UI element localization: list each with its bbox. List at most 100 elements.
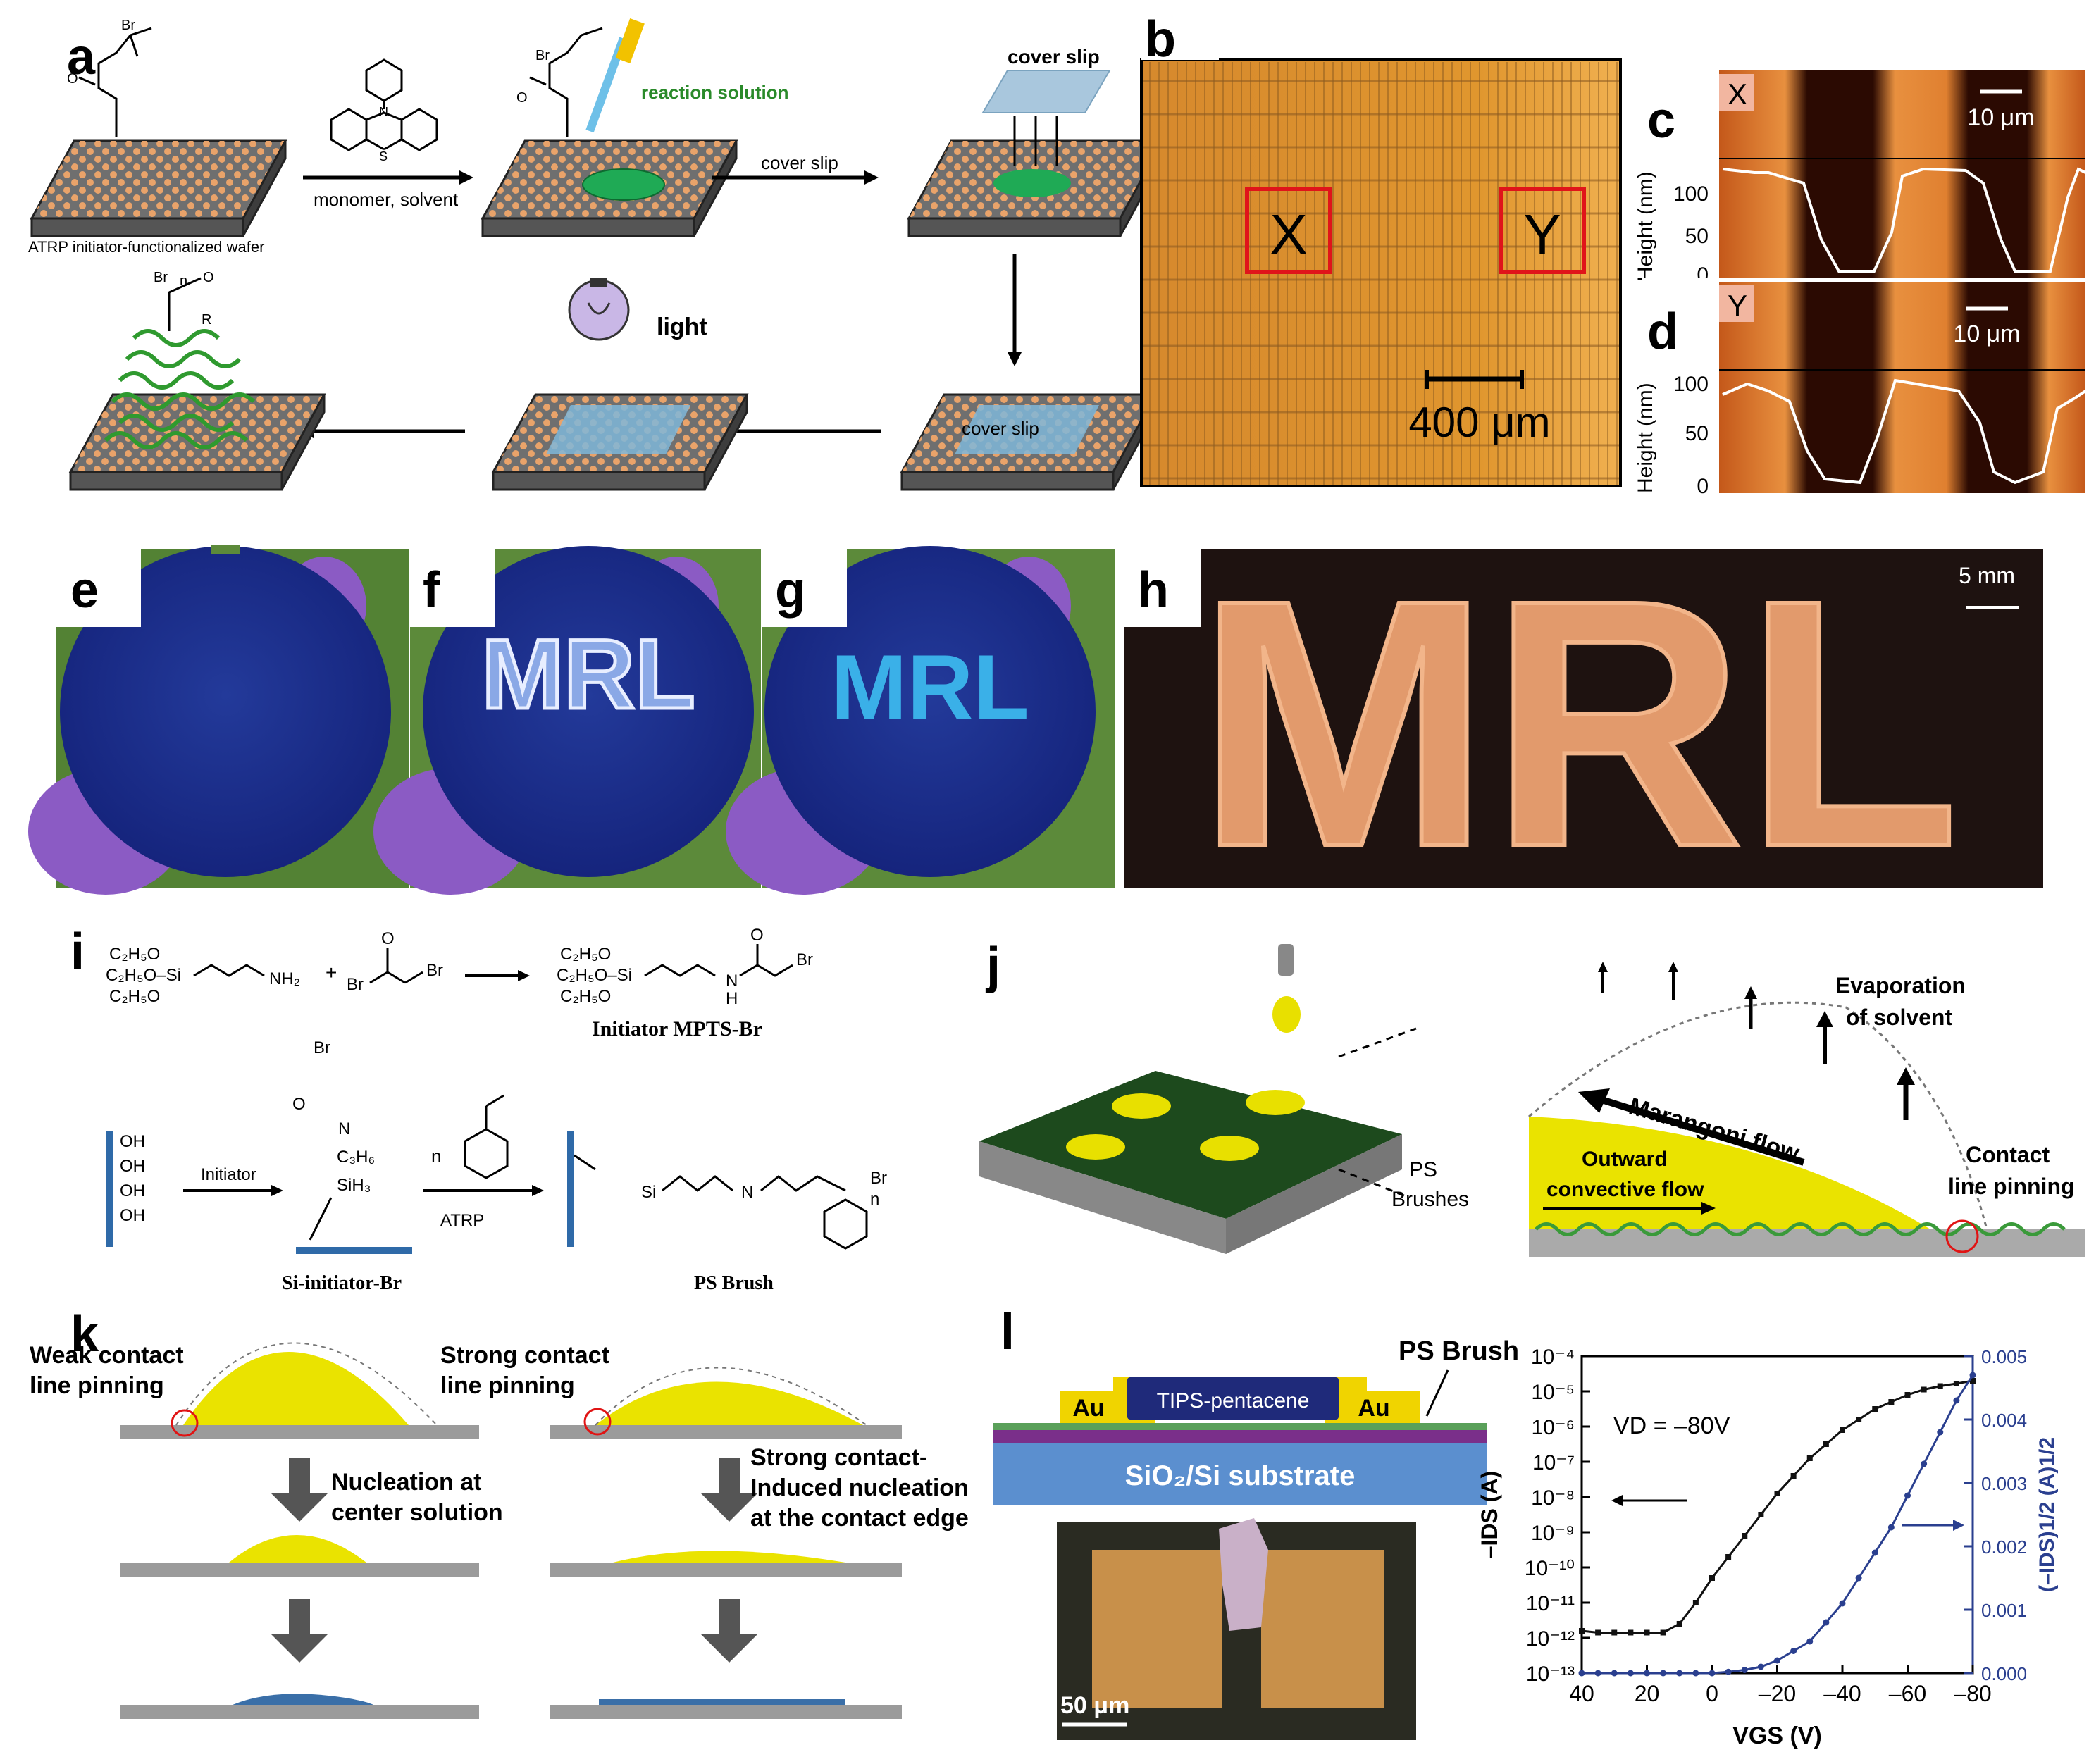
series-ids-point [1904,1392,1911,1398]
outward-1: Outward [1582,1148,1668,1171]
y-right-tick-label: 0.005 [1981,1346,2027,1367]
arrow-label-cover-slip: cover slip [761,152,838,173]
panel-label-f: f [423,562,440,619]
series-ids-point [1742,1533,1748,1539]
wafer-drop [481,18,738,237]
product-br: Br [796,950,813,969]
vd-annotation: VD = –80V [1613,1412,1730,1439]
series-sqrt-point [1839,1600,1846,1607]
series-ids-point [1709,1575,1715,1581]
surface-oh-4: OH [120,1206,145,1225]
scalebar-l-label: 50 μm [1060,1692,1129,1719]
evaporation-1: Evaporation [1835,973,1966,998]
x-tick-label: –40 [1823,1681,1861,1706]
series-sqrt-point [1823,1619,1830,1626]
atom-o-3: O [203,270,214,285]
region-y-label: Y [1523,203,1561,266]
panel-l: l SiO₂/Si substrate TIPS-pentacene Au Au… [993,1304,2059,1749]
brush-n: N [741,1183,753,1202]
panel-label-k: k [70,1306,99,1362]
brush-br: Br [870,1169,887,1188]
series-sqrt-point [1709,1670,1716,1677]
series-sqrt-point [1921,1460,1928,1467]
y-left-axis-label: –IDS (A) [1477,1471,1502,1558]
substrate-label: SiO₂/Si substrate [1125,1460,1356,1491]
region-x-label: X [1270,203,1307,266]
panel-b: b X Y 400 μm [1140,0,1622,487]
nuc-center-1: Nucleation at [331,1469,481,1496]
nuc-edge-3: at the contact edge [750,1505,969,1532]
series-sqrt-point [1887,1524,1895,1531]
y-right-tick-label: 0.000 [1981,1663,2027,1684]
reagent1-line3: C₂H₅O [109,987,160,1006]
initiator-name: Initiator MPTS-Br [592,1017,762,1041]
series-sqrt-point [1660,1670,1667,1677]
panel-a: a ATRP initiator-functionalized wafer Br… [28,18,1165,491]
panel-g: MRL g [726,546,1115,895]
ps-brushes-1: PS [1409,1158,1437,1181]
atom-br-3: Br [154,270,168,285]
si-initiator-o: O [292,1095,306,1114]
series-ids-point [1937,1383,1943,1389]
series-sqrt-point [1594,1670,1601,1677]
series-ids-point [1676,1621,1682,1627]
x-tick-label: –20 [1759,1681,1796,1706]
phenothiazine-molecule [330,58,438,151]
surface-oh-3: OH [120,1181,145,1200]
r-group: R [202,312,211,328]
panel-label-j: j [985,938,1000,994]
brush-si: Si [641,1183,656,1202]
pipette-icon [1278,944,1294,976]
light-label: light [657,313,707,340]
panel-label-c: c [1647,92,1675,149]
series-ids-point [1758,1512,1764,1517]
series-ids-point [1872,1406,1878,1412]
y-right-tick-label: 0.003 [1981,1473,2027,1494]
height-profile-c [1722,167,2086,273]
region-y-box [1499,187,1586,274]
contact-1: Contact [1966,1142,2050,1167]
series-sqrt-point [1578,1670,1585,1677]
si-initiator-n: N [338,1119,350,1138]
wafer-coverslip-on [900,393,1158,491]
series-ids-point [1611,1629,1618,1636]
series-ids-point [1806,1455,1813,1461]
series-ids-point [1888,1399,1895,1405]
panel-h: MRL h 5 mm [1124,524,2043,922]
ps-brush-label: PS Brush [1399,1336,1519,1366]
panel-i: i C₂H₅O C₂H₅O–Si C₂H₅O NH₂ + Br O Br C₂H… [70,924,887,1294]
series-sqrt-point [1725,1668,1732,1675]
arrow-left-head [1611,1495,1623,1506]
scalebar-c-label: 10 μm [1967,104,2034,131]
arrow-label-monomer: monomer, solvent [314,189,459,210]
nuc-edge-2: Induced nucleation [750,1474,969,1501]
y-left-tick-label: 10⁻⁹ [1531,1522,1575,1545]
tick-d-0: 0 [1697,475,1709,498]
panel-k: k Weak contact line pinning Nucleation a… [30,1306,969,1719]
y-left-tick-label: 10⁻⁸ [1531,1486,1575,1510]
y-right-tick-label: 0.004 [1981,1410,2027,1431]
series-ids-point [1660,1629,1666,1636]
product-line1: C₂H₅O [560,945,611,964]
scalebar-b-label: 400 μm [1408,399,1550,446]
y-left-tick-label: 10⁻⁴ [1531,1346,1575,1369]
repeat-n: n [180,273,187,289]
series-ids-point [1774,1491,1780,1496]
panel-label-i: i [70,924,85,980]
y-right-tick-label: 0.001 [1981,1600,2027,1621]
series-ids-point [1953,1381,1959,1386]
nuc-edge-1: Strong contact- [750,1444,927,1471]
panel-e: e [28,545,409,895]
panel-label-l: l [1000,1304,1015,1360]
series-sqrt-point [1676,1670,1683,1677]
scalebar-d-label: 10 μm [1953,321,2020,347]
tick-c-50: 50 [1685,225,1709,248]
lightbulb-icon [568,278,630,341]
product-line2: C₂H₅O–Si [557,966,632,985]
x-axis-label: VGS (V) [1732,1722,1822,1749]
series-sqrt-point [1937,1429,1944,1436]
panel-d: Y 10 μm d 100 50 0 Height (nm) [1634,278,2087,498]
x-tick-label: 0 [1706,1681,1718,1706]
ylabel-d: Height (nm) [1634,383,1657,493]
